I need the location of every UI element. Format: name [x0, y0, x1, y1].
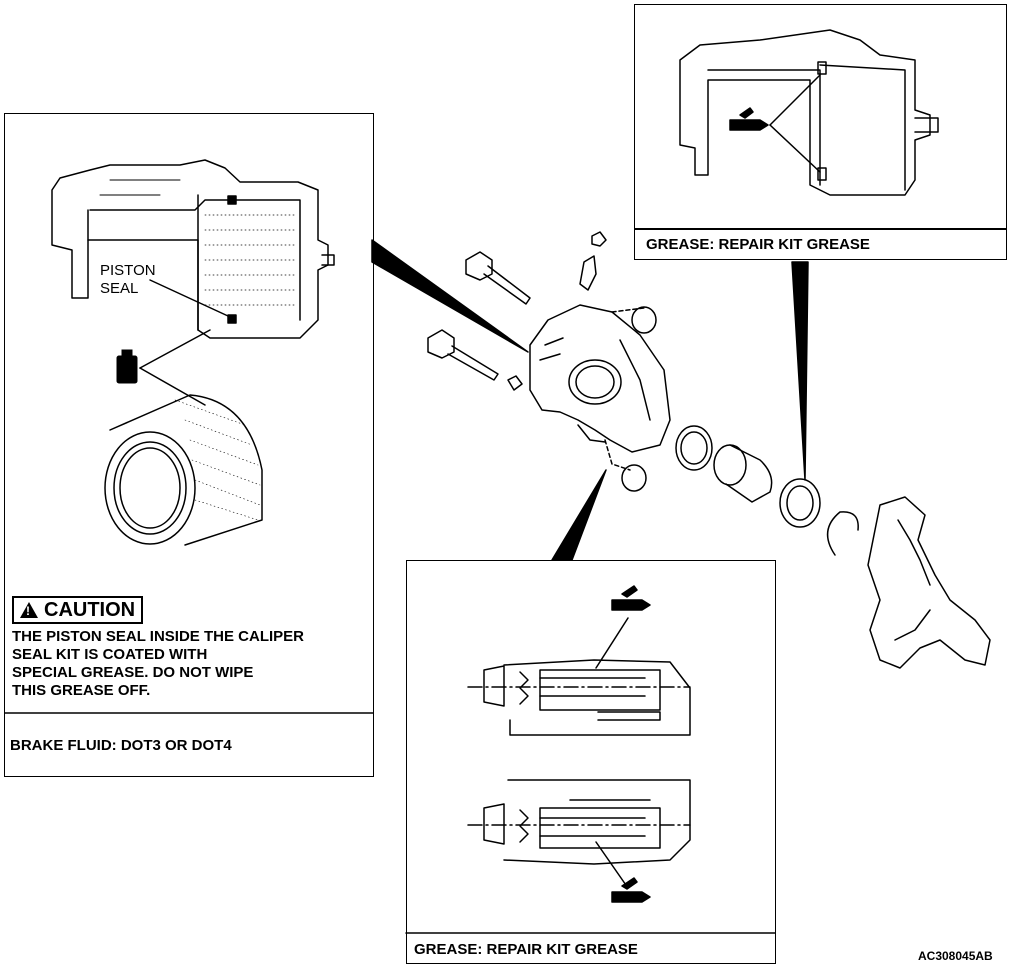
caution-line-4: THIS GREASE OFF.: [12, 682, 151, 699]
figure-id: AC308045AB: [918, 949, 993, 963]
caliper-pin-section-upper: [467, 659, 691, 736]
caution-line-1: THE PISTON SEAL INSIDE THE CALIPER: [12, 628, 304, 645]
caution-badge: CAUTION: [12, 596, 144, 624]
piston-cylinder-left: [104, 394, 263, 546]
guide-pin-bolt-1: [465, 251, 531, 305]
piston-seal-label-line1: PISTON: [100, 262, 156, 279]
top-right-divider: [635, 228, 1006, 230]
warning-triangle-icon: [20, 602, 38, 618]
piston-exploded: [713, 444, 773, 503]
bottom-info-panel: [406, 560, 776, 964]
caliper-cross-section-top-right: [679, 29, 939, 196]
caliper-cross-section-left: [51, 159, 335, 339]
top-right-info-panel: [634, 4, 1007, 260]
caution-text: THE PISTON SEAL INSIDE THE CALIPER SEAL …: [12, 628, 304, 700]
piston-seal-label-line2: SEAL: [100, 280, 139, 297]
left-info-panel: [4, 113, 374, 777]
bottom-grease-spec: GREASE: REPAIR KIT GREASE: [414, 941, 638, 958]
caliper-pin-section-lower: [467, 779, 691, 865]
grease-tube-icon-bottom-upper: [611, 585, 651, 611]
brake-fluid-spec: BRAKE FLUID: DOT3 OR DOT4: [10, 737, 232, 754]
piston-seal-label: PISTON SEAL: [100, 262, 156, 298]
guide-pin-bolt-2: [427, 329, 499, 381]
caliper-body: [529, 304, 671, 453]
grease-tube-icon-bottom-lower: [611, 877, 651, 903]
grease-tube-icon-top: [729, 107, 769, 131]
top-right-grease-spec: GREASE: REPAIR KIT GREASE: [646, 236, 870, 253]
support-bracket: [867, 496, 991, 669]
caution-title: CAUTION: [44, 598, 136, 621]
brake-fluid-bottle-icon: [116, 349, 138, 384]
caution-line-2: SEAL KIT IS COATED WITH: [12, 646, 208, 663]
caution-line-3: SPECIAL GREASE. DO NOT WIPE: [12, 664, 254, 681]
